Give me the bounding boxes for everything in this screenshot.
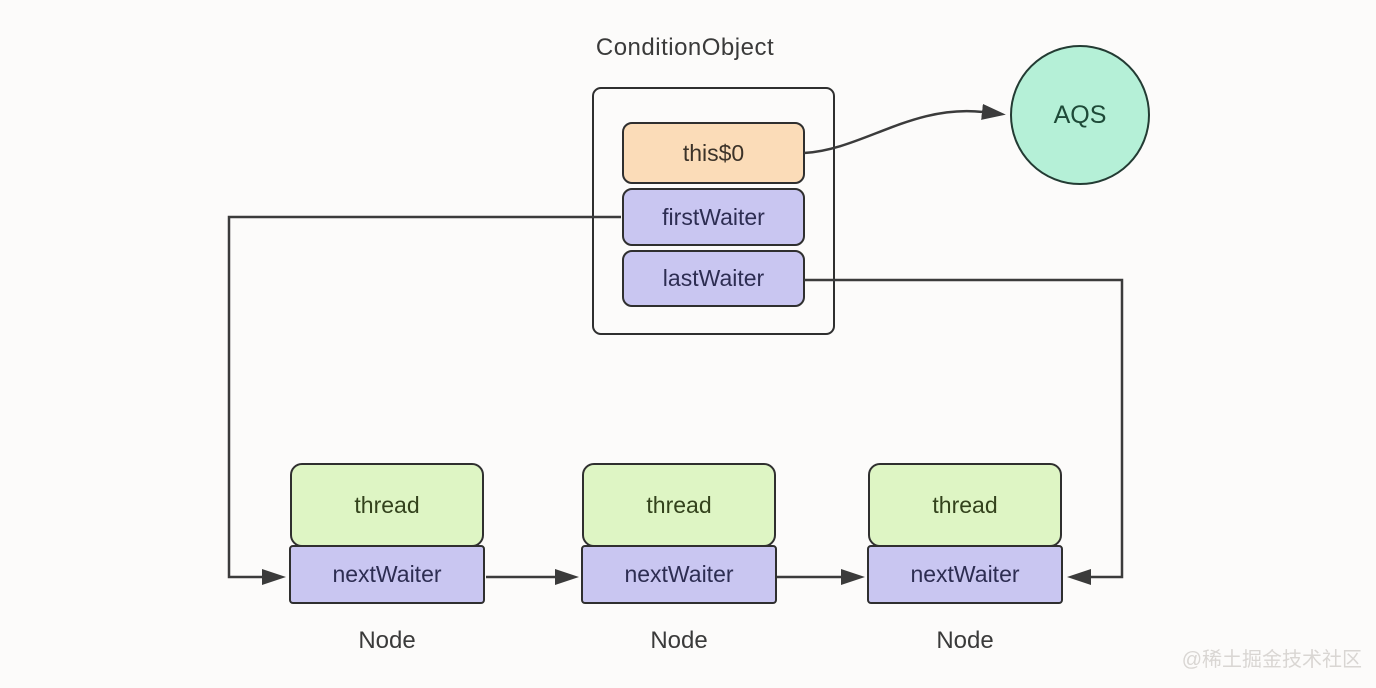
node-3-caption: Node <box>936 627 994 654</box>
field-lastwaiter: lastWaiter <box>622 250 805 307</box>
node-2-thread-box: thread <box>582 463 776 547</box>
node-1-thread-box: thread <box>290 463 484 547</box>
node-2-caption: Node <box>650 627 708 654</box>
node-1-caption: Node <box>358 627 416 654</box>
aqs-circle: AQS <box>1010 45 1150 185</box>
field-firstwaiter: firstWaiter <box>622 188 805 246</box>
watermark: @稀土掘金技术社区 <box>1181 649 1362 671</box>
field-this0: this$0 <box>622 122 805 184</box>
node-3-thread-box: thread <box>868 463 1062 547</box>
diagram-title: ConditionObject <box>595 34 775 61</box>
node-2-nextwaiter-box: nextWaiter <box>581 545 777 604</box>
node-3-nextwaiter-box: nextWaiter <box>867 545 1063 604</box>
condition-object-box <box>592 87 835 335</box>
node-1-nextwaiter-box: nextWaiter <box>289 545 485 604</box>
